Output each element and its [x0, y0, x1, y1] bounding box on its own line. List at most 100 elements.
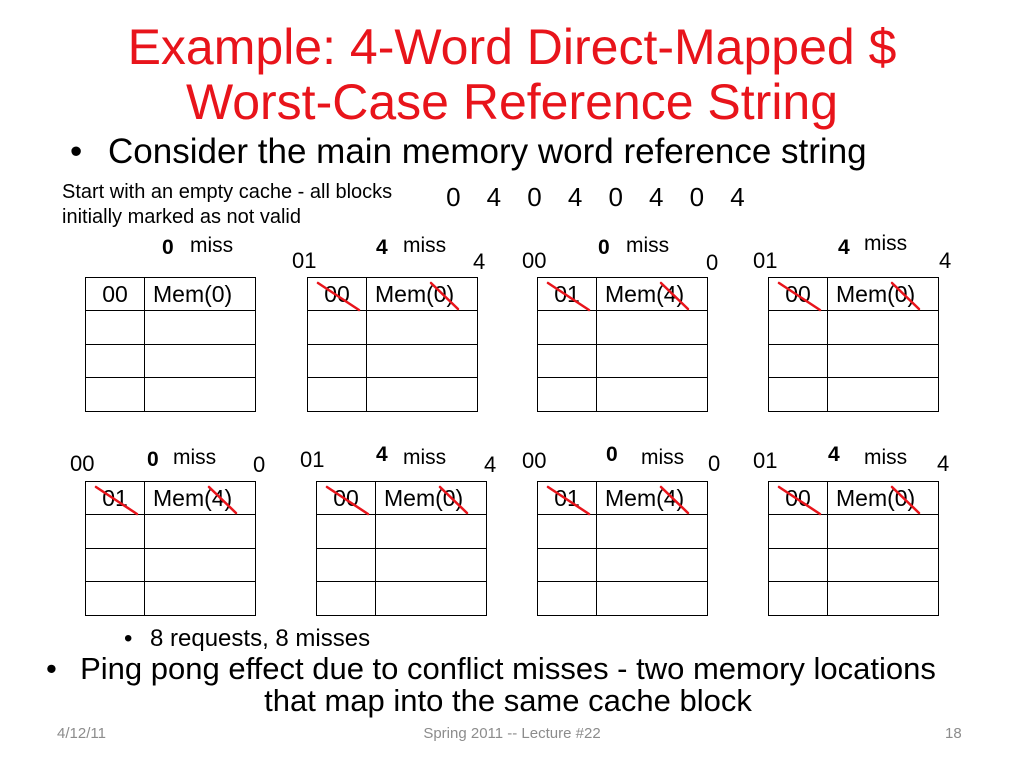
cache-tag-cell [769, 548, 828, 582]
cache-tag-cell [317, 515, 376, 549]
cache-tag-cell: 00 [86, 278, 145, 312]
hit-miss-label: miss [403, 446, 447, 469]
cache-data-cell [828, 378, 938, 411]
new-tag-label: 00 [522, 448, 547, 473]
request-address-label: 4 [838, 236, 850, 259]
cache-tag-cell [538, 548, 597, 582]
cache-table: 01 Mem(4) [537, 481, 708, 616]
cache-tag-cell [86, 311, 145, 345]
cache-tag-cell [769, 377, 828, 411]
reference-item: 4 [649, 182, 664, 212]
hit-miss-label: miss [864, 232, 908, 255]
cache-tag-cell [769, 344, 828, 378]
slide-title: Example: 4-Word Direct-Mapped $ Worst-Ca… [0, 20, 1024, 130]
cache-data-cell [828, 515, 938, 549]
cache-tag-cell [538, 311, 597, 345]
new-data-label: 4 [937, 451, 950, 476]
cache-tag-cell [86, 581, 145, 615]
cache-data-cell [828, 311, 938, 345]
cache-data-cell [828, 345, 938, 378]
cache-tag-cell [538, 377, 597, 411]
cache-tag-cell: 00 [769, 482, 828, 516]
title-line-1: Example: 4-Word Direct-Mapped $ [127, 19, 897, 75]
bullet-icon [46, 653, 57, 685]
cache-tag-cell [86, 344, 145, 378]
note-line-2: initially marked as not valid [62, 206, 301, 228]
cache-tag-cell [308, 377, 367, 411]
bullet-icon [70, 132, 82, 172]
cache-data-cell [145, 582, 255, 615]
cache-data-cell: Mem(0) [367, 278, 477, 312]
request-address-label: 4 [828, 443, 840, 466]
cache-tag-cell: 00 [317, 482, 376, 516]
cache-tag-cell [308, 311, 367, 345]
cache-tag-cell: 00 [769, 278, 828, 312]
cache-data-cell [828, 549, 938, 582]
cache-data-cell [367, 378, 477, 411]
reference-string: 0 4 0 4 0 4 0 4 [433, 182, 758, 212]
reference-item: 4 [567, 182, 583, 212]
cache-table: 00 Mem(0) [768, 277, 939, 412]
hit-miss-label: miss [403, 234, 447, 257]
new-tag-label: 00 [522, 248, 547, 273]
cache-data-cell: Mem(4) [597, 482, 707, 516]
cache-tag-cell [769, 581, 828, 615]
cache-data-cell: Mem(0) [145, 278, 255, 312]
cache-data-cell: Mem(0) [376, 482, 486, 516]
footer-lecture: Spring 2011 -- Lecture #22 [423, 725, 601, 742]
request-address-label: 0 [162, 236, 174, 259]
request-address-label: 0 [147, 448, 159, 471]
conclusion-bullet-text: Ping pong effect due to conflict misses … [75, 653, 941, 717]
cache-tag-cell [86, 377, 145, 411]
reference-item: 0 [608, 182, 623, 212]
cache-data-cell [376, 582, 486, 615]
cache-data-cell [597, 345, 707, 378]
cache-table: 01 Mem(4) [537, 277, 708, 412]
cache-data-cell [145, 345, 255, 378]
summary-bullet-text: 8 requests, 8 misses [150, 625, 371, 652]
cache-tag-cell [538, 581, 597, 615]
hit-miss-label: miss [173, 446, 217, 469]
cache-data-cell [145, 515, 255, 549]
cache-tag-cell [769, 311, 828, 345]
note-line-1: Start with an empty cache - all blocks [62, 181, 393, 203]
request-address-label: 4 [376, 443, 388, 466]
conclusion-line-2: that map into the same cache block [264, 683, 752, 718]
cache-table: 00 Mem(0) [307, 277, 478, 412]
cache-data-cell [597, 549, 707, 582]
new-data-label: 4 [484, 452, 497, 477]
title-line-2: Worst-Case Reference String [185, 74, 839, 130]
cache-tag-cell [86, 515, 145, 549]
cache-tag-cell: 01 [86, 482, 145, 516]
conclusion-line-1: Ping pong effect due to conflict misses … [80, 651, 936, 686]
cache-table: 00 Mem(0) [85, 277, 256, 412]
cache-tag-cell [86, 548, 145, 582]
new-tag-label: 01 [300, 447, 325, 472]
cache-data-cell: Mem(4) [597, 278, 707, 312]
cache-data-cell [145, 549, 255, 582]
new-tag-label: 00 [70, 451, 95, 476]
cache-tag-cell: 01 [538, 482, 597, 516]
reference-item: 0 [689, 182, 705, 212]
cache-data-cell [597, 515, 707, 549]
reference-item: 0 [446, 182, 461, 212]
cache-data-cell: Mem(4) [145, 482, 255, 516]
cache-table: 00 Mem(0) [768, 481, 939, 616]
request-address-label: 0 [598, 236, 610, 259]
new-data-label: 4 [939, 248, 952, 273]
cache-tag-cell: 00 [308, 278, 367, 312]
cache-data-cell: Mem(0) [828, 482, 938, 516]
cache-tag-cell [317, 548, 376, 582]
cache-tag-cell [538, 344, 597, 378]
new-data-label: 0 [706, 250, 719, 275]
cache-tag-cell [317, 581, 376, 615]
request-address-label: 0 [606, 443, 618, 466]
new-data-label: 0 [253, 452, 266, 477]
cache-data-cell [376, 549, 486, 582]
cache-data-cell [145, 378, 255, 411]
new-tag-label: 01 [292, 248, 317, 273]
new-tag-label: 01 [753, 448, 778, 473]
cache-data-cell [145, 311, 255, 345]
empty-cache-note: Start with an empty cache - all blocks i… [62, 180, 392, 230]
new-tag-label: 01 [753, 248, 778, 273]
